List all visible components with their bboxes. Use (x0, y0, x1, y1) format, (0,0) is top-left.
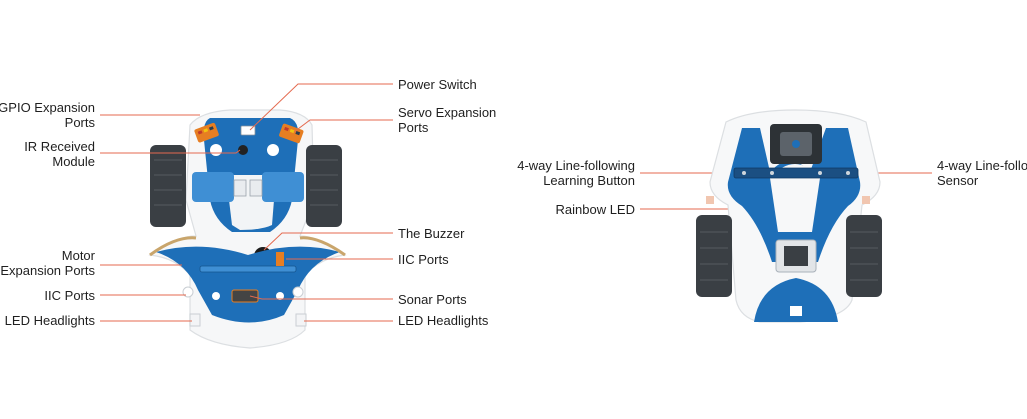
front-motor-clip-left (233, 179, 247, 197)
iic-port-right (276, 252, 284, 266)
gpio-port-block (194, 122, 219, 143)
label-led-headlights-right: LED Headlights (398, 313, 489, 328)
front-lower-plate (156, 246, 340, 323)
bottom-view (696, 109, 882, 323)
label-rainbow-led: Rainbow LED (555, 202, 636, 217)
front-view (100, 83, 932, 349)
front-motor-clip-right (249, 179, 263, 197)
bottom-left-tire (696, 215, 732, 297)
led-headlight-left (189, 313, 201, 327)
front-connector-strip (199, 265, 297, 273)
rainbow-led-right (862, 196, 870, 204)
label-led-headlights-left: LED Headlights (4, 313, 95, 328)
line-sensor-strip (733, 167, 859, 179)
label-the-buzzer: The Buzzer (398, 226, 465, 241)
front-left-motor (192, 172, 234, 202)
bottom-lower-arch (754, 278, 838, 322)
led-headlight-right (295, 313, 307, 327)
servo-port-block (279, 123, 304, 144)
ir-module (238, 145, 248, 155)
front-right-motor (262, 172, 304, 202)
bottom-center-arch (770, 164, 820, 232)
front-left-tire (150, 145, 186, 227)
bottom-right-tire (846, 215, 882, 297)
sonar-port (231, 289, 259, 303)
label-iic-ports-left: IIC Ports (44, 288, 95, 303)
rainbow-led-left (706, 196, 714, 204)
label-iic-ports-right: IIC Ports (398, 252, 449, 267)
front-right-tire (306, 145, 342, 227)
label-sonar-ports: Sonar Ports (398, 292, 467, 307)
label-power-switch: Power Switch (398, 77, 477, 92)
